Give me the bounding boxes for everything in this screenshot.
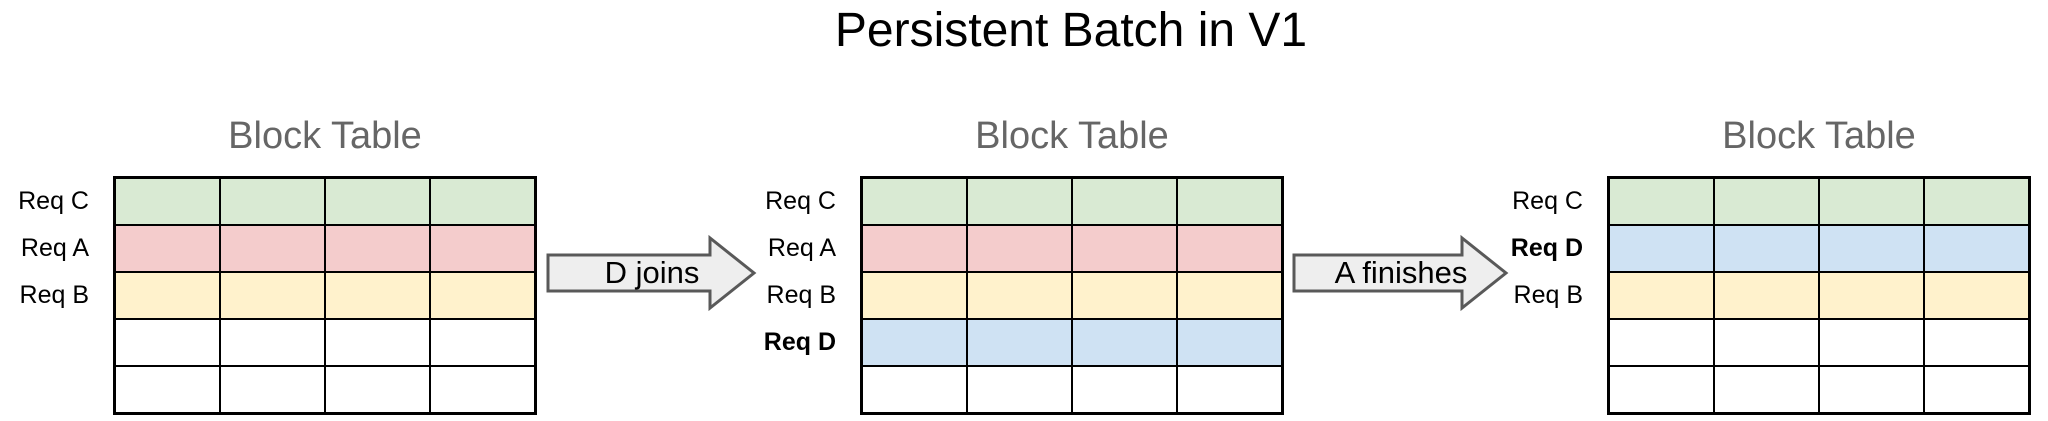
- block-cell: [1925, 320, 2028, 365]
- block-cell: [1073, 273, 1176, 318]
- block-cell: [326, 367, 429, 412]
- block-cell: [221, 367, 324, 412]
- block-cell: [1610, 226, 1713, 271]
- block-cell: [1715, 226, 1818, 271]
- block-cell: [1610, 273, 1713, 318]
- block-cell: [1073, 320, 1176, 365]
- block-cell: [326, 226, 429, 271]
- block-cell: [1820, 273, 1923, 318]
- block-cell: [968, 273, 1071, 318]
- block-cell: [1610, 367, 1713, 412]
- block-cell: [116, 273, 219, 318]
- block-cell: [1610, 179, 1713, 224]
- block-cell: [1820, 367, 1923, 412]
- block-table-title-2: Block Table: [975, 115, 1169, 157]
- block-cell: [116, 226, 219, 271]
- block-cell: [1610, 320, 1713, 365]
- arrow-a-finishes: [1292, 234, 1509, 312]
- block-cell: [326, 273, 429, 318]
- block-cell: [1178, 367, 1281, 412]
- row-label-req-d: Req D: [763, 328, 836, 356]
- block-cell: [968, 367, 1071, 412]
- block-cell: [431, 179, 534, 224]
- block-cell: [863, 226, 966, 271]
- block-cell: [968, 179, 1071, 224]
- block-cell: [221, 273, 324, 318]
- block-table-1: [113, 176, 537, 415]
- block-cell: [1925, 367, 2028, 412]
- block-cell: [1715, 367, 1818, 412]
- block-cell: [431, 367, 534, 412]
- block-cell: [1178, 320, 1281, 365]
- block-cell: [968, 226, 1071, 271]
- row-label-req-a: Req A: [767, 234, 836, 262]
- block-cell: [116, 179, 219, 224]
- block-cell: [863, 320, 966, 365]
- block-cell: [431, 320, 534, 365]
- block-cell: [1073, 226, 1176, 271]
- block-cell: [1178, 273, 1281, 318]
- block-cell: [1073, 367, 1176, 412]
- block-cell: [1820, 179, 1923, 224]
- block-cell: [221, 320, 324, 365]
- block-cell: [326, 320, 429, 365]
- block-cell: [863, 367, 966, 412]
- block-cell: [1925, 179, 2028, 224]
- block-cell: [1715, 320, 1818, 365]
- block-cell: [1178, 226, 1281, 271]
- block-cell: [431, 226, 534, 271]
- main-title: Persistent Batch in V1: [834, 4, 1308, 57]
- row-label-req-c: Req C: [1512, 187, 1583, 215]
- arrow-label-d-joins: D joins: [604, 255, 700, 290]
- row-label-req-b: Req B: [1513, 281, 1583, 309]
- block-cell: [863, 179, 966, 224]
- row-label-req-c: Req C: [765, 187, 836, 215]
- block-cell: [1073, 179, 1176, 224]
- row-label-req-a: Req A: [20, 234, 89, 262]
- block-cell: [968, 320, 1071, 365]
- block-cell: [863, 273, 966, 318]
- block-cell: [116, 367, 219, 412]
- row-label-req-c: Req C: [18, 187, 89, 215]
- block-cell: [326, 179, 429, 224]
- block-cell: [1715, 179, 1818, 224]
- block-cell: [1820, 226, 1923, 271]
- block-table-title-3: Block Table: [1722, 115, 1916, 157]
- arrow-d-joins: [546, 234, 757, 312]
- block-cell: [431, 273, 534, 318]
- block-cell: [1178, 179, 1281, 224]
- block-cell: [1925, 273, 2028, 318]
- block-cell: [221, 226, 324, 271]
- right-arrow-shape: [546, 234, 757, 312]
- right-arrow-shape: [1292, 234, 1509, 312]
- block-table-2: [860, 176, 1284, 415]
- block-cell: [1925, 226, 2028, 271]
- row-label-req-b: Req B: [766, 281, 836, 309]
- arrow-label-a-finishes: A finishes: [1334, 255, 1468, 290]
- block-cell: [221, 179, 324, 224]
- block-cell: [1820, 320, 1923, 365]
- block-table-title-1: Block Table: [228, 115, 422, 157]
- block-cell: [1715, 273, 1818, 318]
- block-table-3: [1607, 176, 2031, 415]
- row-label-req-d: Req D: [1510, 234, 1583, 262]
- block-cell: [116, 320, 219, 365]
- row-label-req-b: Req B: [19, 281, 89, 309]
